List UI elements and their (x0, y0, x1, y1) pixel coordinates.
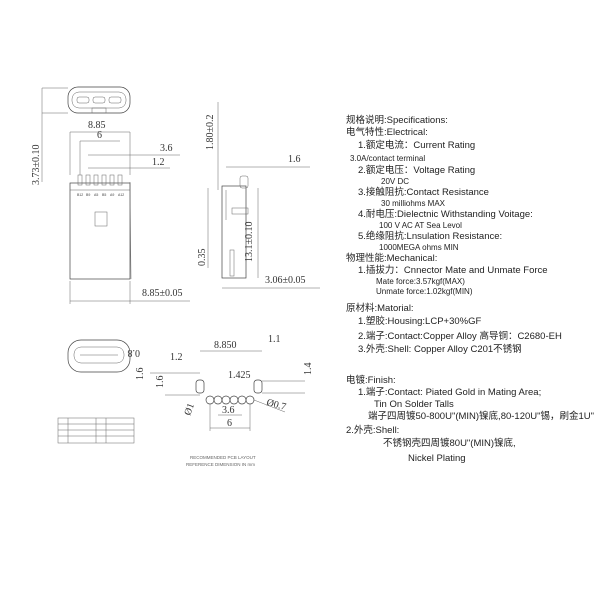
dim-fp-1-1: 1.1 (268, 334, 281, 345)
finish-heading: 电镀:Finish: (346, 375, 396, 386)
dim-fp-3-6: 3.6 (222, 405, 235, 416)
dim-fp-dia-1: Ø1 (182, 402, 197, 417)
spec-value: 20V DC (381, 177, 410, 186)
spec-label: 4.耐电压:Dielectnic Withstanding Voitage: (358, 209, 533, 220)
dim-side-0-35: 0.35 (197, 249, 208, 267)
dim-width: 8.85 (88, 120, 106, 131)
end-view-bottom (67, 339, 131, 373)
dim-fp-1-6a: 1.6 (135, 368, 146, 381)
unmate-force: Unmate force:1.02kgf(MIN) (376, 287, 473, 296)
spec-label: 5.绝缘阻抗:Lnsulation Resistance: (358, 231, 503, 242)
electrical-heading: 电气特性:Electrical: (346, 127, 428, 138)
spec-label: 1.额定电流：Current Rating (358, 140, 476, 151)
pin-label: A12 (118, 193, 124, 197)
spec-value: 3.0A/contact terminal (350, 154, 426, 163)
finish-contact-cn: 端子四周镀50-800U"(MIN)镍底,80-120U"锡，刷金1U" (368, 411, 595, 422)
layout-note: REFERENCE DIMENSION IN mm (186, 462, 255, 467)
dim-width-tol: 8.85±0.05 (142, 288, 183, 299)
end-view-top (67, 86, 131, 114)
mechanical-item: 1.插拔力：Cnnector Mate and Unmate Force (358, 265, 548, 276)
dim-side-height: 1.80±0.2 (205, 115, 216, 151)
finish-shell-cn: 不锈钢壳四周镀80U"(MIN)镍底, (383, 438, 516, 449)
mechanical-heading: 物理性能:Mechanical: (346, 253, 438, 264)
finish-shell: 2.外壳:Shell: (346, 425, 400, 436)
spec-label: 3.接触阻抗:Contact Resistance (358, 187, 489, 198)
dim-side-thick: 3.06±0.05 (265, 275, 306, 286)
pins (77, 174, 123, 186)
side-view (221, 175, 249, 279)
dim-fp-1-6b: 1.6 (155, 376, 166, 389)
dim-fp-1425: 1.425 (228, 370, 251, 381)
dim-fp-1-2: 1.2 (170, 352, 183, 363)
spec-label: 2.额定电压：Voltage Rating (358, 165, 476, 176)
finish-shell-nickel: Nickel Plating (408, 453, 466, 464)
spec-value: 100 V AC AT Sea Levol (379, 221, 462, 230)
pin-label: B5 (102, 193, 106, 197)
front-view (69, 181, 132, 280)
spec-value: 30 milliohms MAX (381, 199, 446, 208)
spec-title: 规格说明:Specifications: (346, 115, 448, 126)
pin-label: B12 (77, 193, 83, 197)
pcb-footprint (195, 379, 263, 405)
dim-side-length: 13.1±0.10 (244, 222, 255, 263)
dim-top-height: 3.73±0.10 (31, 145, 42, 186)
finish-contact-tin: Tin On Solder Talls (374, 399, 454, 410)
pin-table (57, 417, 135, 444)
dim-1-2: 1.2 (152, 157, 165, 168)
dim-3-6: 3.6 (160, 143, 173, 154)
spec-value: 1000MEGA ohms MIN (379, 243, 459, 252)
layout-note: RECOMMENDED PCB LAYOUT (190, 455, 256, 460)
mate-force: Mate force:3.57kgf(MAX) (376, 277, 465, 286)
finish-contact: 1.端子:Contact: Piated Gold in Mating Area… (358, 387, 542, 398)
material-item: 2.端子:Contact:Copper Alloy 高导铜：C2680-EH (358, 331, 562, 342)
pin-label: B9 (86, 193, 90, 197)
pin-label: A5 (94, 193, 98, 197)
dim-fp-1-4: 1.4 (303, 363, 314, 376)
material-item: 1.塑胶:Housing:LCP+30%GF (358, 316, 482, 327)
dim-fp-8850: 8.850 (214, 340, 237, 351)
dim-fp-0-8: 0.8 (128, 347, 141, 358)
pin-label: A9 (110, 193, 114, 197)
dim-fp-6: 6 (227, 418, 232, 429)
dim-fp-dia-0-7: Ø0.7 (265, 397, 287, 413)
dim-side-1-6: 1.6 (288, 154, 301, 165)
material-item: 3.外壳:Shell: Copper Alloy C201不锈钢 (358, 344, 522, 355)
dim-6: 6 (97, 130, 102, 141)
material-heading: 原材料:Matorial: (346, 303, 414, 314)
